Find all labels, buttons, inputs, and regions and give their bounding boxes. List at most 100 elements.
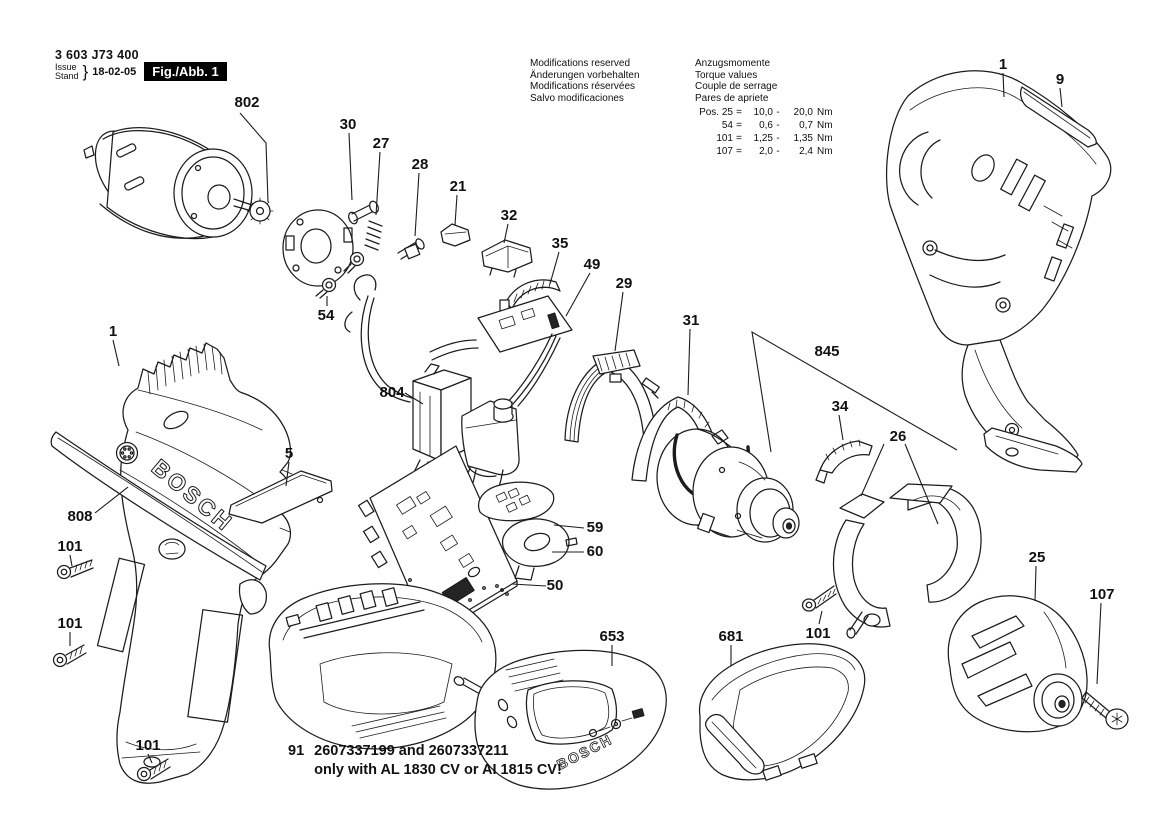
part-callout-804: 804 bbox=[379, 384, 405, 401]
part-callout-30: 30 bbox=[339, 116, 357, 133]
label-strip-808 bbox=[50, 431, 267, 581]
issue-word-de: Stand bbox=[55, 70, 79, 81]
leader-line-32 bbox=[503, 223, 509, 244]
ratchet-clip-34 bbox=[815, 439, 873, 484]
screw-101-a bbox=[56, 559, 94, 580]
direction-switch bbox=[158, 538, 186, 560]
part-callout-808: 808 bbox=[67, 508, 93, 525]
leader-line-25 bbox=[1034, 565, 1037, 602]
battery-pack bbox=[268, 583, 497, 750]
leader-line-804 bbox=[404, 392, 424, 405]
part-callout-681: 681 bbox=[718, 628, 744, 645]
part-callout-5: 5 bbox=[284, 445, 294, 462]
torque-title-line: Torque values bbox=[695, 69, 758, 81]
part-callout-101: 101 bbox=[805, 625, 831, 642]
housing-strip bbox=[1020, 86, 1097, 148]
leader-line-27 bbox=[375, 151, 381, 216]
leader-line-35 bbox=[549, 251, 560, 285]
leader-line-28 bbox=[414, 172, 420, 237]
torque-title-line: Anzugsmomente bbox=[695, 58, 771, 69]
wire-harness bbox=[344, 274, 561, 407]
band-29 bbox=[564, 349, 657, 443]
spring-27 bbox=[364, 220, 383, 251]
leader-line-107 bbox=[1096, 602, 1102, 685]
leader-line-21 bbox=[454, 194, 458, 226]
motor bbox=[83, 127, 274, 240]
part-callout-27: 27 bbox=[372, 135, 390, 152]
part-callout-50: 50 bbox=[546, 577, 564, 594]
part-callout-28: 28 bbox=[411, 156, 429, 173]
leader-line-802 bbox=[239, 112, 269, 203]
part-callout-1: 1 bbox=[998, 56, 1008, 73]
gearbox-assembly bbox=[656, 428, 800, 543]
notice-line: Salvo modificaciones bbox=[530, 92, 624, 104]
tool-body-left: BOSCH bbox=[96, 342, 295, 784]
leader-line-34 bbox=[838, 414, 844, 441]
leader-line-59 bbox=[553, 524, 585, 529]
issue-word-en: Issue bbox=[55, 61, 77, 72]
drawing-number: 3 603 J73 400 bbox=[55, 48, 139, 62]
leader-line-808 bbox=[94, 486, 129, 514]
part-callout-101: 101 bbox=[135, 737, 161, 754]
part-callout-60: 60 bbox=[586, 543, 604, 560]
screw-101-c bbox=[136, 758, 171, 782]
screw-101-gearbox bbox=[801, 585, 837, 612]
leader-line-9 bbox=[1059, 87, 1063, 108]
screw-54-pair bbox=[315, 251, 365, 299]
battery-note-line1: 2607337199 and 2607337211 bbox=[314, 743, 509, 759]
battery-note-line2: only with AL 1830 CV or AI 1815 CV! bbox=[314, 761, 562, 778]
part-callout-26: 26 bbox=[889, 428, 907, 445]
part-callout-35: 35 bbox=[551, 235, 569, 252]
button-21 bbox=[440, 223, 471, 247]
part-callout-31: 31 bbox=[682, 312, 700, 329]
leader-line-29 bbox=[614, 291, 624, 352]
leader-line-5 bbox=[285, 461, 290, 487]
part-callout-32: 32 bbox=[500, 207, 518, 224]
charger: BOSCH bbox=[453, 649, 667, 790]
part-callout-9: 9 bbox=[1055, 71, 1065, 88]
part-callout-59: 59 bbox=[586, 519, 604, 536]
battery-note-ref: 91 bbox=[288, 743, 305, 759]
leader-line-101 bbox=[147, 753, 153, 764]
leader-line-1 bbox=[112, 339, 120, 367]
gear-selector bbox=[163, 410, 189, 430]
bracket-part-60 bbox=[501, 518, 578, 581]
part-callout-653: 653 bbox=[599, 628, 625, 645]
leader-line-26 bbox=[860, 443, 885, 497]
screw-101-b bbox=[52, 644, 87, 668]
board-49 bbox=[477, 295, 573, 353]
screw-107 bbox=[1081, 691, 1129, 730]
insert-plate-5 bbox=[228, 470, 333, 524]
holster bbox=[698, 643, 866, 781]
switch-slide-32 bbox=[481, 239, 533, 278]
part-callout-29: 29 bbox=[615, 275, 633, 292]
part-callout-845: 845 bbox=[814, 343, 840, 360]
trigger bbox=[238, 579, 268, 615]
bosch-logo-badge bbox=[115, 441, 139, 465]
part-callout-21: 21 bbox=[449, 178, 467, 195]
leader-line-101 bbox=[69, 554, 73, 567]
part-callout-101: 101 bbox=[57, 538, 83, 555]
part-callout-54: 54 bbox=[317, 307, 335, 324]
part-callout-49: 49 bbox=[583, 256, 601, 273]
issue-date: 18-02-05 bbox=[92, 65, 137, 78]
clamp-shell-left bbox=[832, 493, 891, 639]
part-callout-101: 101 bbox=[57, 615, 83, 632]
bearing-plate bbox=[282, 209, 354, 287]
leader-line-30 bbox=[348, 132, 353, 201]
part-callout-1: 1 bbox=[108, 323, 118, 340]
part-callout-34: 34 bbox=[831, 398, 849, 415]
leader-line-49 bbox=[565, 272, 591, 317]
